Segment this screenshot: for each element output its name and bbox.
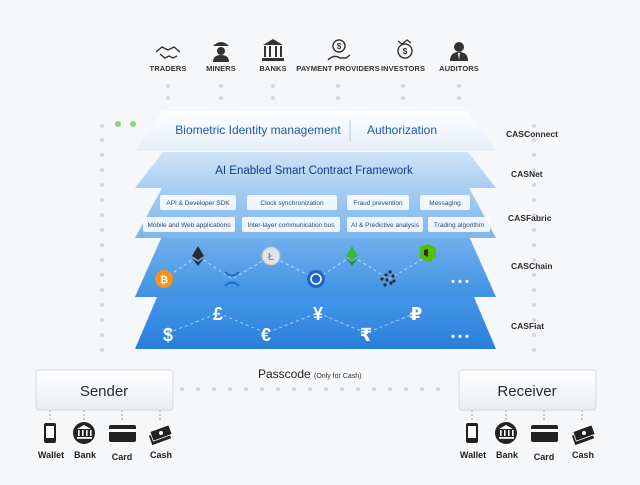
token-icon <box>307 270 325 288</box>
svg-text:Clock synchronization: Clock synchronization <box>260 200 324 207</box>
fabric-chip: Fraud prevention <box>347 195 409 210</box>
receiver-panel: Receiver Wallet Bank Card Cash <box>458 369 597 462</box>
layer-casfabric: API & Developer SDK Clock synchronizatio… <box>135 186 496 238</box>
biometric-identity-label: Biometric Identity management <box>175 123 341 137</box>
actor-auditors: AUDITORS <box>439 42 479 73</box>
fabric-chip: Mobile and Web applications <box>143 217 235 232</box>
layer-casnet: AI Enabled Smart Contract Framework <box>135 152 496 188</box>
svg-text:API & Developer SDK: API & Developer SDK <box>166 200 230 207</box>
passcode-caption: Passcode (Only for Cash) <box>258 367 361 381</box>
fiat-symbol-ruble: ₽ <box>410 304 423 324</box>
layer-label-casconnect: CASConnect <box>506 129 558 139</box>
passcode-label: Passcode <box>258 367 311 381</box>
actor-payment-providers: $ PAYMENT PROVIDERS <box>296 39 380 73</box>
bank-icon <box>495 422 517 444</box>
fabric-chip: Messaging <box>420 195 470 210</box>
handshake-icon <box>155 46 181 59</box>
bank-icon <box>262 39 284 61</box>
sender-method-bank: Bank <box>74 450 97 460</box>
fiat-symbol-pound: £ <box>213 304 223 324</box>
chain-more-dots: • • • <box>451 276 469 288</box>
layer-label-caschain: CASChain <box>511 261 553 271</box>
actor-label: PAYMENT PROVIDERS <box>296 64 379 73</box>
auditor-icon <box>450 42 468 61</box>
svg-text:AI & Predictive analysis: AI & Predictive analysis <box>351 222 420 229</box>
cash-icon <box>148 424 173 446</box>
fiat-symbol-rupee: ₹ <box>360 325 373 345</box>
layer-casconnect: Biometric Identity management Authorizat… <box>135 111 496 151</box>
receiver-title: Receiver <box>497 383 556 400</box>
casnet-title: AI Enabled Smart Contract Framework <box>215 165 413 177</box>
svg-text:Trading algorithm: Trading algorithm <box>434 222 484 229</box>
svg-text:₿: ₿ <box>160 274 168 286</box>
decorative-green-dots <box>115 121 136 127</box>
layer-label-casfabric: CASFabric <box>508 213 552 223</box>
fabric-chip: Inter-layer communication bus <box>242 217 340 232</box>
svg-text:Mobile and Web applications: Mobile and Web applications <box>148 222 232 229</box>
sender-method-cash: Cash <box>150 450 172 460</box>
actor-investors: $ INVESTORS <box>381 39 425 73</box>
iota-icon <box>380 270 396 287</box>
authorization-label: Authorization <box>367 123 437 137</box>
svg-text:Ł: Ł <box>268 252 274 263</box>
actor-miners: MINERS <box>206 42 236 73</box>
layer-label-casnet: CASNet <box>511 169 543 179</box>
actor-traders: TRADERS <box>150 46 187 73</box>
actor-label: INVESTORS <box>381 64 425 73</box>
card-icon <box>531 425 558 442</box>
fabric-chip: Trading algorithm <box>428 217 490 232</box>
svg-text:$: $ <box>337 42 342 51</box>
actor-label: MINERS <box>206 64 236 73</box>
ethereum-icon <box>192 246 204 266</box>
layer-caschain: ₿ Ł • • • <box>135 234 496 297</box>
fiat-symbol-euro: € <box>261 325 271 345</box>
layer-casfiat: $ £ € ¥ ₹ ₽ • • • <box>135 283 496 349</box>
ethereum-classic-icon <box>346 246 358 266</box>
fabric-chip: AI & Predictive analysis <box>347 217 423 232</box>
svg-text:Messaging: Messaging <box>429 200 461 207</box>
sender-panel: Sender Wallet Bank Card Cash <box>35 369 174 462</box>
receiver-method-bank: Bank <box>496 450 519 460</box>
investor-icon: $ <box>397 39 413 59</box>
cash-icon <box>571 424 596 446</box>
sender-method-card: Card <box>112 452 133 462</box>
receiver-method-wallet: Wallet <box>460 450 486 460</box>
actor-label: BANKS <box>259 64 286 73</box>
neo-icon <box>420 244 436 262</box>
card-icon <box>109 425 136 442</box>
fiat-more-dots: • • • <box>451 331 469 343</box>
wallet-icon <box>466 423 478 443</box>
ripple-icon <box>224 271 240 287</box>
actor-connector-dots <box>100 84 536 391</box>
svg-text:$: $ <box>403 47 408 56</box>
layer-label-casfiat: CASFiat <box>511 321 544 331</box>
wallet-icon <box>44 423 56 443</box>
miner-icon <box>213 42 229 62</box>
passcode-sub-label: (Only for Cash) <box>314 373 361 380</box>
svg-text:Inter-layer communication bus: Inter-layer communication bus <box>247 222 335 229</box>
bitcoin-icon: ₿ <box>155 270 173 288</box>
sender-title: Sender <box>80 383 128 400</box>
litecoin-icon: Ł <box>261 246 281 266</box>
actor-banks: BANKS <box>259 39 286 73</box>
fabric-chip: API & Developer SDK <box>160 195 236 210</box>
fabric-chip: Clock synchronization <box>247 195 337 210</box>
sender-method-wallet: Wallet <box>38 450 64 460</box>
actor-label: AUDITORS <box>439 64 479 73</box>
receiver-method-card: Card <box>534 452 555 462</box>
svg-text:Fraud prevention: Fraud prevention <box>353 200 403 207</box>
receiver-method-cash: Cash <box>572 450 594 460</box>
fiat-symbol-yen: ¥ <box>313 304 323 324</box>
fiat-symbol-dollar: $ <box>163 325 173 345</box>
bank-icon <box>73 422 95 444</box>
actor-label: TRADERS <box>150 64 187 73</box>
money-hand-icon: $ <box>327 39 351 61</box>
